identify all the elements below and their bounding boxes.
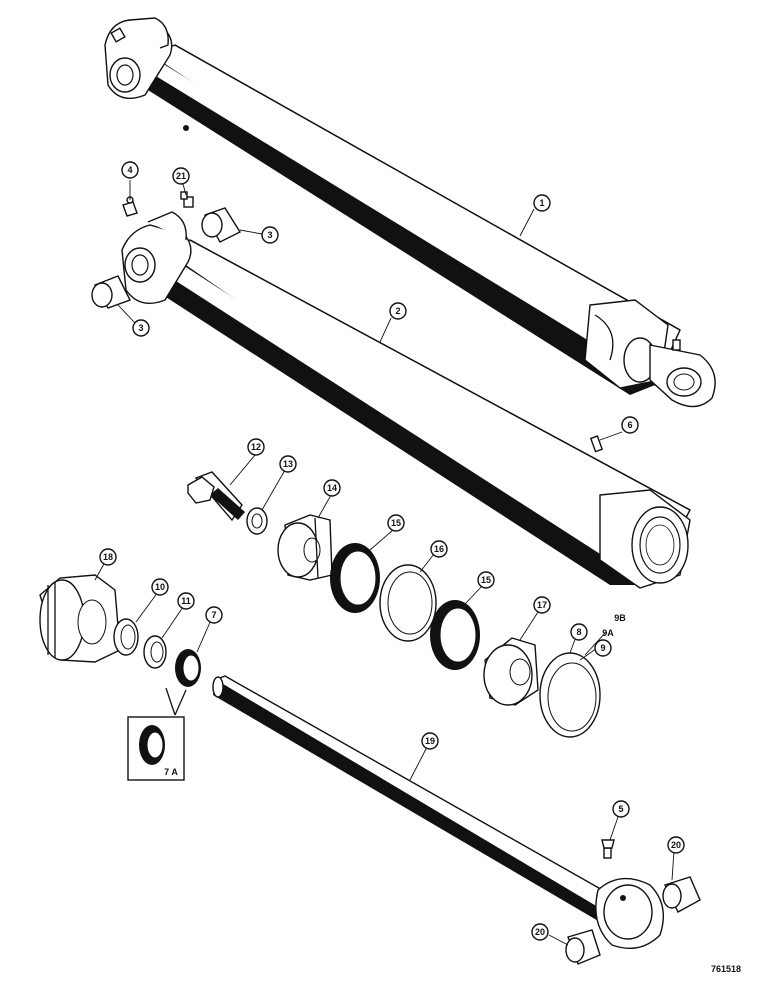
callout-4-label: 4 xyxy=(127,165,132,175)
cylinder-assembly-1 xyxy=(104,17,716,408)
ring-8 xyxy=(539,652,601,738)
bolt-12 xyxy=(187,471,245,522)
wiper-seal-7 xyxy=(175,649,201,687)
callout-14: 14 xyxy=(323,479,341,497)
callout-21-label: 21 xyxy=(176,171,186,181)
callout-3b: 3 xyxy=(132,319,150,337)
callout-21: 21 xyxy=(172,167,190,185)
piston-rod-19 xyxy=(212,675,664,949)
callout-3a-label: 3 xyxy=(267,230,272,240)
leader-lines xyxy=(94,180,675,946)
callout-14-label: 14 xyxy=(327,483,337,493)
callout-18: 18 xyxy=(99,548,117,566)
bushing-3-upper xyxy=(201,207,242,243)
callout-15a: 15 xyxy=(387,514,405,532)
cylinder-head-18 xyxy=(39,574,121,663)
callout-20b: 20 xyxy=(531,923,549,941)
callout-6-label: 6 xyxy=(627,420,632,430)
callout-20b-label: 20 xyxy=(535,927,545,937)
callout-15b: 15 xyxy=(477,571,495,589)
callout-1-label: 1 xyxy=(539,198,544,208)
callout-4: 4 xyxy=(121,161,139,179)
callout-1: 1 xyxy=(533,194,551,212)
plug-6 xyxy=(589,435,604,453)
label-9b: 9B xyxy=(614,613,626,623)
callout-16: 16 xyxy=(430,540,448,558)
piston-seal-15-right xyxy=(430,600,480,670)
callout-20a: 20 xyxy=(667,836,685,854)
inset-7a xyxy=(127,687,187,781)
callout-5-label: 5 xyxy=(618,804,623,814)
callout-20a-label: 20 xyxy=(671,840,681,850)
piston-seal-15-left xyxy=(330,543,380,613)
callout-2: 2 xyxy=(389,302,407,320)
rod-seal-10 xyxy=(113,618,139,656)
gland-17 xyxy=(483,637,539,706)
callout-17: 17 xyxy=(533,596,551,614)
bushing-20-right xyxy=(662,876,701,913)
callout-16-label: 16 xyxy=(434,544,444,554)
callout-9-label: 9 xyxy=(600,643,605,653)
callout-8-label: 8 xyxy=(576,627,581,637)
callout-13: 13 xyxy=(279,455,297,473)
rod-seal-11 xyxy=(143,635,167,669)
callout-7-label: 7 xyxy=(211,610,216,620)
callout-18-label: 18 xyxy=(103,552,113,562)
callout-15a-label: 15 xyxy=(391,518,401,528)
callout-3b-label: 3 xyxy=(138,323,143,333)
callout-9: 9 xyxy=(594,639,612,657)
cylinder-barrel-2 xyxy=(121,211,691,589)
grease-fitting-5 xyxy=(601,839,615,859)
callout-6: 6 xyxy=(621,416,639,434)
callout-12-label: 12 xyxy=(251,442,261,452)
label-7a: 7 A xyxy=(164,767,178,777)
callout-10-label: 10 xyxy=(155,582,165,592)
washer-13 xyxy=(246,507,268,535)
callout-13-label: 13 xyxy=(283,459,293,469)
callout-11: 11 xyxy=(177,592,195,610)
callout-10: 10 xyxy=(151,578,169,596)
bushing-20-left xyxy=(565,929,601,965)
callout-12: 12 xyxy=(247,438,265,456)
callout-11-label: 11 xyxy=(181,596,191,606)
piston-14 xyxy=(277,514,333,581)
callout-19-label: 19 xyxy=(425,736,435,746)
callout-7: 7 xyxy=(205,606,223,624)
callout-17-label: 17 xyxy=(537,600,547,610)
label-9a: 9A xyxy=(602,628,614,638)
wear-ring-16 xyxy=(379,564,437,642)
callout-3a: 3 xyxy=(261,226,279,244)
bushing-3-lower xyxy=(91,275,131,309)
elbow-fitting-21 xyxy=(180,191,194,208)
figure-reference: 761518 xyxy=(711,964,741,974)
callout-19: 19 xyxy=(421,732,439,750)
callout-5: 5 xyxy=(612,800,630,818)
callout-8: 8 xyxy=(570,623,588,641)
callout-15b-label: 15 xyxy=(481,575,491,585)
callout-2-label: 2 xyxy=(395,306,400,316)
grease-fitting-4 xyxy=(122,196,138,217)
